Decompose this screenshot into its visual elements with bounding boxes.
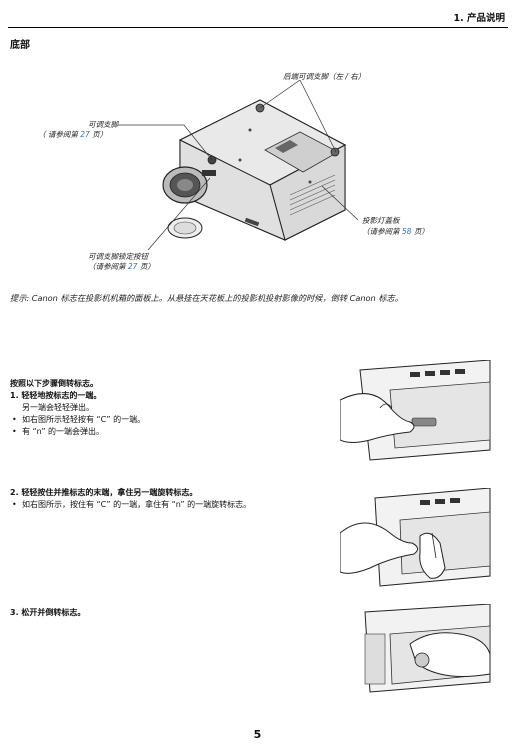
step-3-illustration	[364, 604, 491, 693]
projector-bottom-illustration	[162, 99, 347, 241]
step-3-title: 3. 松开并倒转标志。	[10, 608, 86, 617]
step-1-illustration	[340, 360, 491, 461]
steps-intro: 按照以下步骤倒转标志。	[10, 379, 98, 388]
adjustable-foot-page-ref: （ 请参阅第 27 页）	[38, 130, 108, 139]
step-1-bullet-2: 有 “n” 的一端会弹出。	[10, 426, 330, 438]
steps-block-2: 2. 轻轻按住并推标志的末端，拿住另一端旋转标志。 如右图所示，按住有 “C” …	[10, 487, 330, 511]
step-2-bullet-1: 如右图所示，按住有 “C” 的一端，拿住有 “n” 的一端旋转标志。	[10, 499, 330, 511]
section-title: 底部	[10, 40, 30, 51]
step-1-note: 另一端会轻轻弹出。	[22, 403, 94, 412]
step-1-title: 1. 轻轻地按标志的一端。	[10, 391, 102, 400]
step-2-illustration	[340, 488, 491, 587]
callout-leader-lines	[118, 79, 359, 251]
tip-text: 提示: Canon 标志在投影机机箱的面板上。从悬挂在天花板上的投影机投射影像的…	[10, 293, 403, 303]
lamp-cover-page-ref: （请参阅第 58 页）	[362, 227, 429, 236]
steps-block-1: 按照以下步骤倒转标志。 1. 轻轻地按标志的一端。 另一端会轻轻弹出。 如右图所…	[10, 378, 330, 438]
foot-lock-button-label: 可调支脚锁定按钮	[88, 252, 148, 261]
page-number: 5	[253, 728, 262, 741]
chapter-title: 1. 产品说明	[453, 13, 505, 24]
step-1-bullet-1: 如右图所示轻轻按有 “C” 的一端。	[10, 414, 330, 426]
adjustable-foot-label: 可调支脚	[88, 120, 118, 129]
foot-lock-page-ref: （请参阅第 27 页）	[88, 262, 155, 271]
step-2-title: 2. 轻轻按住并推标志的末端，拿住另一端旋转标志。	[10, 488, 198, 497]
rear-feet-label: 后端可调支脚（左 / 右）	[283, 72, 366, 81]
header-divider	[8, 27, 508, 28]
lamp-cover-label: 投影灯盖板	[362, 216, 400, 225]
steps-block-3: 3. 松开并倒转标志。	[10, 607, 330, 619]
